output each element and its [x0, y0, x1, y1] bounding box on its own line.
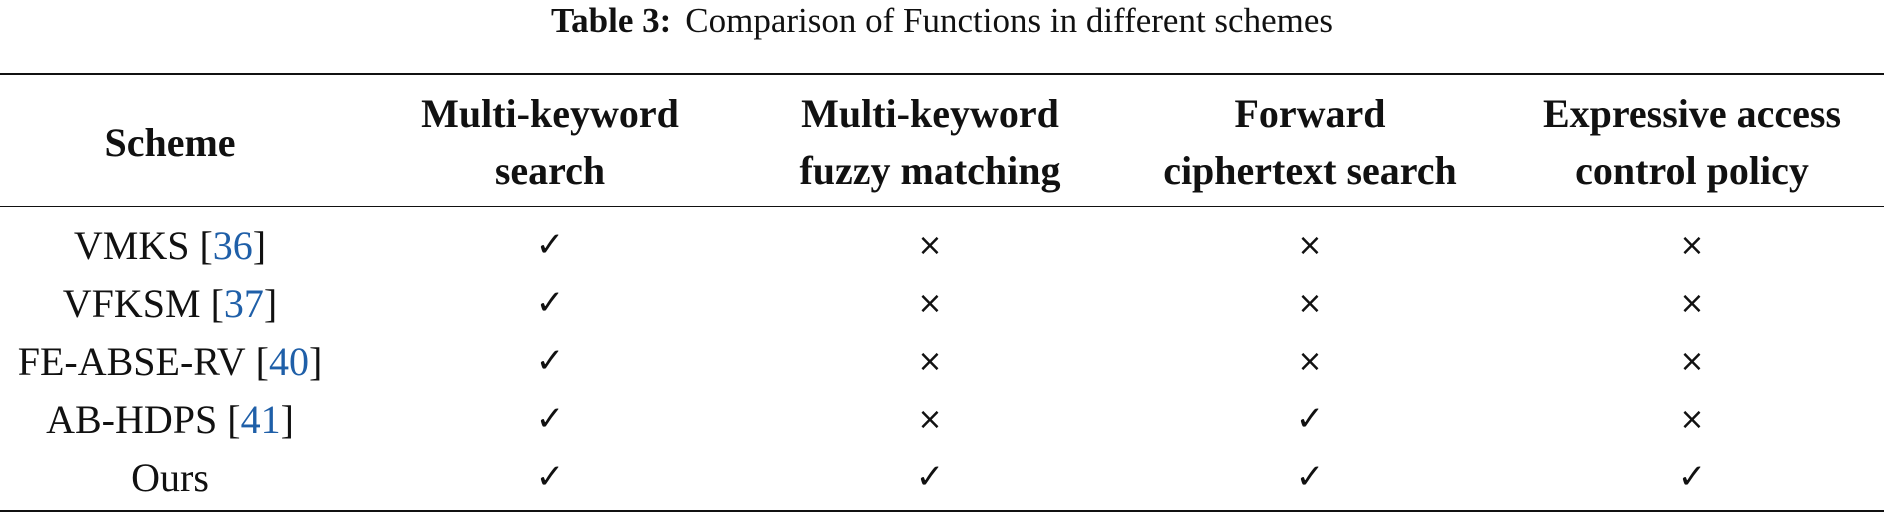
cross-mark-icon: × — [1520, 274, 1864, 332]
scheme-cell: VMKS [36] — [0, 216, 340, 274]
cross-mark-icon: × — [1520, 332, 1864, 390]
check-mark-icon: ✓ — [1140, 448, 1480, 506]
table-header-row: Scheme Multi-keyword search Multi-keywor… — [0, 86, 1884, 198]
header-multi-keyword-fuzzy-matching: Multi-keyword fuzzy matching — [799, 91, 1061, 193]
cross-mark-icon: × — [1520, 216, 1864, 274]
mark-symbol: × — [917, 401, 943, 437]
table-top-rule — [0, 73, 1884, 75]
mark-symbol: × — [1297, 285, 1323, 321]
table-caption-text: Comparison of Functions in different sch… — [685, 1, 1333, 40]
table-bottom-rule — [0, 510, 1884, 512]
cross-mark-icon: × — [775, 332, 1085, 390]
cross-mark-icon: × — [775, 390, 1085, 448]
scheme-cell: VFKSM [37] — [0, 274, 340, 332]
header-multi-keyword-search: Multi-keyword search — [421, 91, 679, 193]
mark-symbol: × — [1679, 227, 1705, 263]
cross-mark-icon: × — [1140, 216, 1480, 274]
table-body: VMKS [36] ✓ × × × VFKSM [37] ✓ × × × FE-… — [0, 216, 1884, 506]
ref-open-bracket: [ — [255, 338, 269, 384]
ref-close-bracket: ] — [252, 222, 267, 268]
table-row: VMKS [36] ✓ × × × — [0, 216, 1884, 274]
mark-symbol: × — [917, 227, 943, 263]
scheme-name: Ours — [131, 454, 209, 500]
mark-symbol: ✓ — [535, 457, 565, 497]
reference-link[interactable]: 41 — [240, 396, 281, 442]
ref-open-bracket: [ — [227, 396, 241, 442]
mark-symbol: × — [917, 343, 943, 379]
table-row: FE-ABSE-RV [40] ✓ × × × — [0, 332, 1884, 390]
table-caption-label: Table 3: — [551, 1, 672, 40]
mark-symbol: × — [1297, 227, 1323, 263]
mark-symbol: ✓ — [535, 225, 565, 265]
ref-close-bracket: ] — [280, 396, 294, 442]
mark-symbol: × — [1297, 343, 1323, 379]
mark-symbol: × — [1679, 401, 1705, 437]
mark-symbol: × — [917, 285, 943, 321]
check-mark-icon: ✓ — [775, 448, 1085, 506]
scheme-cell: Ours — [0, 448, 340, 506]
table-row: Ours ✓ ✓ ✓ ✓ — [0, 448, 1884, 506]
check-mark-icon: ✓ — [400, 332, 700, 390]
scheme-name: AB-HDPS — [46, 396, 218, 442]
header-expressive-access-control-policy: Expressive access control policy — [1542, 91, 1842, 193]
ref-close-bracket: ] — [263, 280, 278, 326]
check-mark-icon: ✓ — [1520, 448, 1864, 506]
mark-symbol: × — [1679, 285, 1705, 321]
mark-symbol: ✓ — [535, 341, 565, 381]
cross-mark-icon: × — [775, 274, 1085, 332]
mark-symbol: ✓ — [1295, 457, 1325, 497]
reference-link[interactable]: 37 — [223, 280, 264, 326]
mark-symbol: ✓ — [1677, 457, 1707, 497]
cross-mark-icon: × — [1140, 332, 1480, 390]
table-row: VFKSM [37] ✓ × × × — [0, 274, 1884, 332]
reference-link[interactable]: 40 — [268, 338, 309, 384]
mark-symbol: ✓ — [1295, 399, 1325, 439]
mark-symbol: ✓ — [915, 457, 945, 497]
table-row: AB-HDPS [41] ✓ × ✓ × — [0, 390, 1884, 448]
cross-mark-icon: × — [775, 216, 1085, 274]
cross-mark-icon: × — [1520, 390, 1864, 448]
mark-symbol: ✓ — [535, 399, 565, 439]
scheme-name: FE-ABSE-RV — [17, 338, 246, 384]
table-caption: Table 3: Comparison of Functions in diffe… — [0, 0, 1884, 42]
check-mark-icon: ✓ — [1140, 390, 1480, 448]
check-mark-icon: ✓ — [400, 390, 700, 448]
mark-symbol: × — [1679, 343, 1705, 379]
scheme-name: VFKSM — [62, 280, 201, 326]
ref-open-bracket: [ — [199, 222, 213, 268]
mark-symbol: ✓ — [535, 283, 565, 323]
scheme-name: VMKS — [73, 222, 190, 268]
scheme-cell: FE-ABSE-RV [40] — [0, 332, 340, 390]
scheme-cell: AB-HDPS [41] — [0, 390, 340, 448]
table-header-rule — [0, 206, 1884, 207]
ref-close-bracket: ] — [308, 338, 323, 384]
check-mark-icon: ✓ — [400, 448, 700, 506]
header-forward-ciphertext-search: Forward ciphertext search — [1163, 91, 1457, 193]
cross-mark-icon: × — [1140, 274, 1480, 332]
reference-link[interactable]: 36 — [212, 222, 253, 268]
header-scheme: Scheme — [104, 119, 236, 165]
check-mark-icon: ✓ — [400, 274, 700, 332]
check-mark-icon: ✓ — [400, 216, 700, 274]
ref-open-bracket: [ — [210, 280, 224, 326]
